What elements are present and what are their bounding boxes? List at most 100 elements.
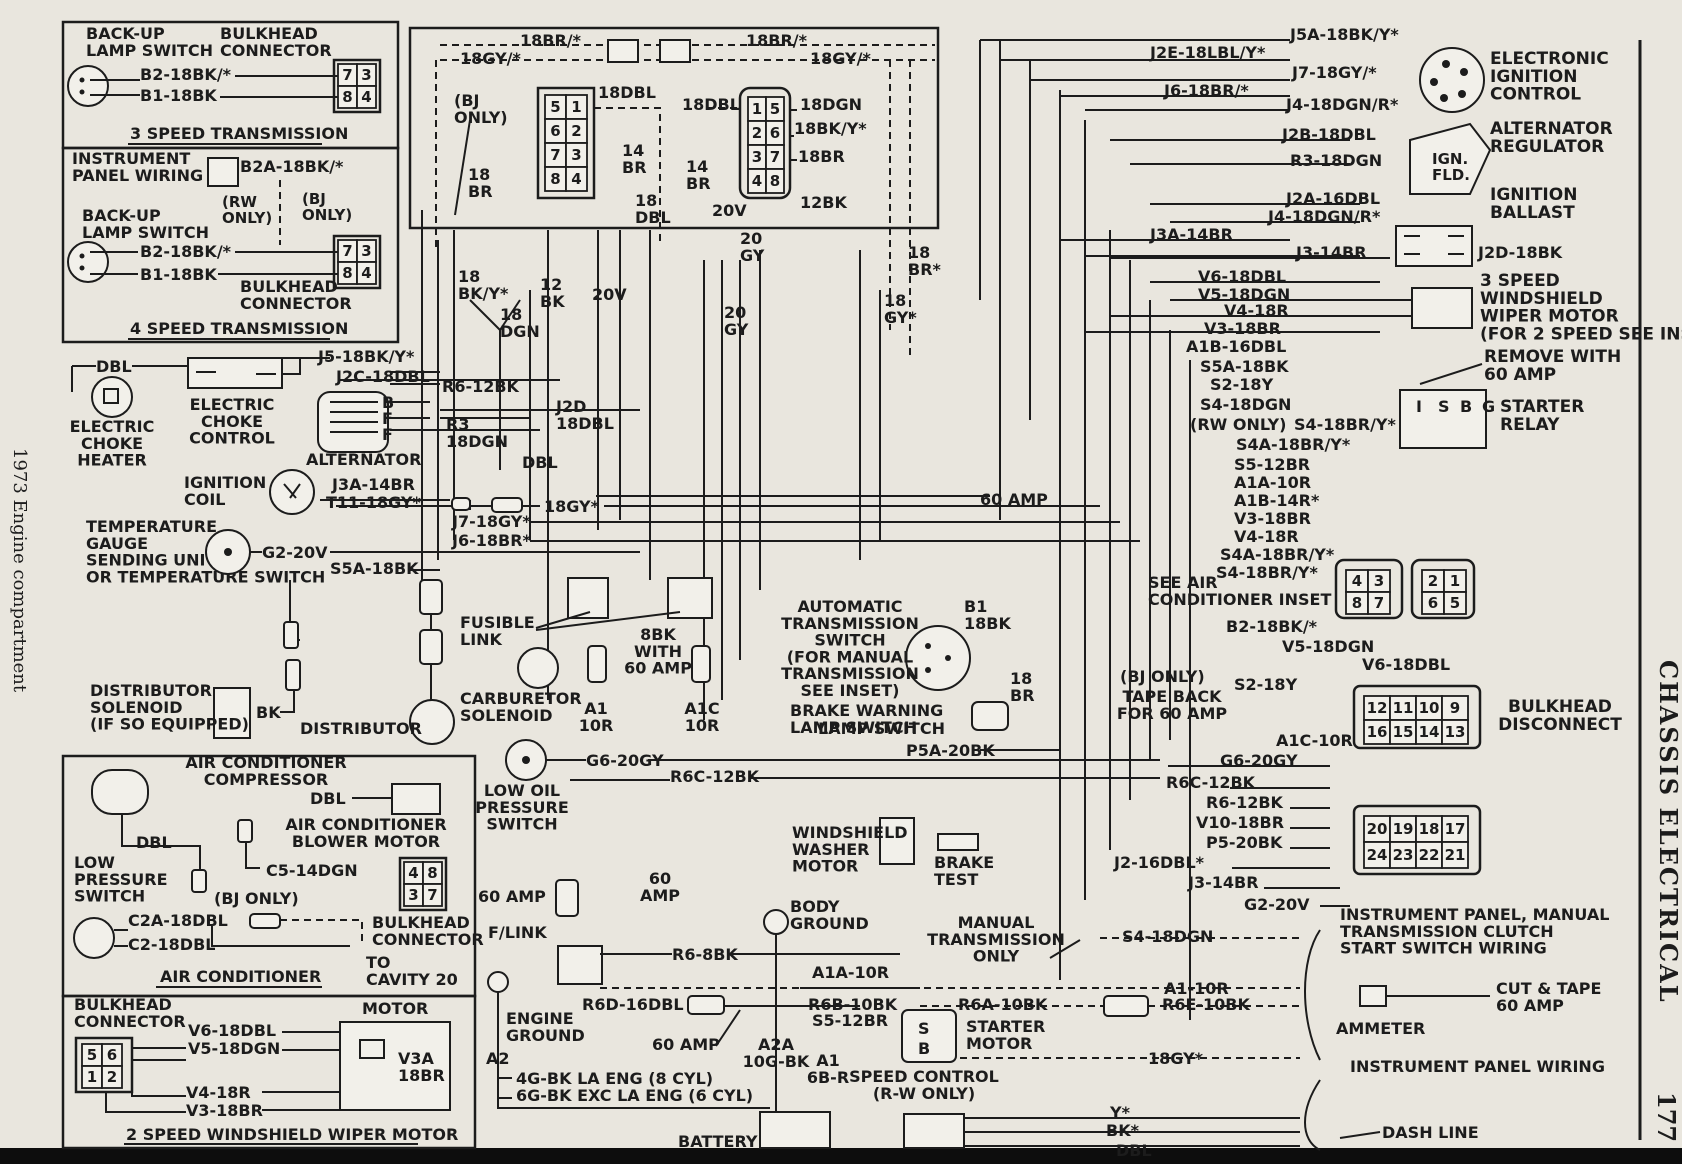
speed-control-icon (903, 1113, 965, 1149)
connector-cavity (1363, 695, 1391, 721)
cavity-number: 1 (571, 98, 581, 116)
wire-g2-20v: G2-20V (262, 543, 328, 562)
wire-j3-14br: J3-14BR (1295, 243, 1367, 262)
low-pressure-switch-icon (73, 917, 115, 959)
cavity-number: 2 (107, 1068, 117, 1086)
wire-b1-18bk-4spd: B1-18BK (140, 265, 217, 284)
wire-a1a-10r: A1A-10R (1234, 473, 1311, 492)
wire-s4a-18br-y-2: S4A-18BR/Y* (1220, 545, 1335, 564)
f-link-box-icon (557, 945, 603, 985)
panel-wiring-connector-icon (207, 157, 239, 187)
cavity-number: 4 (361, 264, 371, 282)
section-caption-2-speed-wiper: 2 SPEED WINDSHIELD WIPER MOTOR (126, 1125, 458, 1144)
wire-s4-18dgn: S4-18DGN (1200, 395, 1291, 414)
low-pressure-fuse-icon (191, 869, 207, 893)
connector-cavity (1441, 841, 1469, 869)
connector-cavity (356, 261, 377, 285)
r6d-connector-icon (687, 995, 725, 1015)
connector-cavity (1415, 841, 1443, 869)
backup-lamp-switch-icon-2 (67, 241, 109, 283)
label-60amp-a: 60 AMP (478, 887, 546, 906)
cavity-number: 4 (361, 88, 371, 106)
cavity-number: 19 (1393, 820, 1414, 838)
cavity-number: 7 (550, 146, 560, 164)
wire-s2-18y-2: S2-18Y (1234, 675, 1298, 694)
terminal-letter: G (1482, 397, 1495, 416)
wire-g2-20v: G2-20V (1244, 895, 1310, 914)
wire-s4-18dgn: S4-18DGN (1122, 927, 1213, 946)
a1c-fuse-icon (691, 645, 711, 683)
cavity-number: 4 (408, 864, 418, 882)
wire-v6-18dbl: V6-18DBL (1198, 267, 1286, 286)
regulator-icon (1409, 122, 1492, 195)
side-caption: 1973 Engine compartment (9, 448, 30, 693)
wiper-motor-caption: MOTOR (362, 999, 428, 1018)
distributor-connector-icon-2 (419, 629, 443, 665)
terminal-letter: B (1460, 397, 1472, 416)
cavity-number: 12 (1367, 699, 1388, 717)
terminal-letter: F (382, 409, 393, 428)
brake-switch-icon (971, 701, 1009, 731)
wire-v3-18br: V3-18BR (1204, 319, 1281, 338)
connector-cavity (1389, 841, 1417, 869)
wire-j7-18gy: J7-18GY* (451, 512, 531, 531)
brake-test-icon (937, 833, 979, 851)
wire-g6-20gy: G6-20GY (1220, 751, 1298, 770)
wiper-3-speed-icon (1411, 287, 1473, 329)
cavity-number: 16 (1367, 723, 1388, 741)
wire-18br-right: 18BR/* (746, 31, 808, 50)
wire-18gy-center: 18GY* (544, 497, 600, 516)
cavity-number: 4 (1352, 572, 1362, 590)
wire-y: Y* (1109, 1103, 1131, 1122)
wire-a1-10r: A1-10R (1164, 979, 1229, 998)
cavity-number: 2 (571, 122, 581, 140)
cavity-number: 5 (1450, 594, 1460, 612)
connector-plug-icon-2 (659, 39, 691, 63)
ac-compressor-icon (91, 769, 149, 815)
cavity-number: 18 (1419, 820, 1440, 838)
label-18dbl: 18DBL (598, 83, 656, 102)
wire-j2c-18dbl: J2C-18DBL (335, 367, 430, 386)
wire-r3-18dgn: R3-18DGN (1290, 151, 1382, 170)
cavity-number: 3 (752, 148, 762, 166)
wire-v3-18br: V3-18BR (186, 1101, 263, 1120)
backup-lamp-switch-icon (67, 65, 109, 107)
label-20v-v: 20V (592, 285, 627, 304)
cavity-number: 6 (107, 1046, 117, 1064)
wire-r6-12bk: R6-12BK (1206, 793, 1284, 812)
label-12bk: 12BK (800, 193, 847, 212)
cavity-number: 5 (770, 100, 780, 118)
label-18bk-y: 18BK/Y* (794, 119, 867, 138)
wire-dbl: DBL (1116, 1141, 1152, 1160)
cavity-number: 5 (550, 98, 560, 116)
cavity-number: 6 (770, 124, 780, 142)
wire-60-amp: 60 AMP (980, 490, 1048, 509)
wire-j2e-18lbl-y: J2E-18LBL/Y* (1149, 43, 1266, 62)
wire-r6b-10bk: R6B-10BK (808, 995, 898, 1014)
rw-only-right: (RW ONLY) (1190, 415, 1286, 434)
